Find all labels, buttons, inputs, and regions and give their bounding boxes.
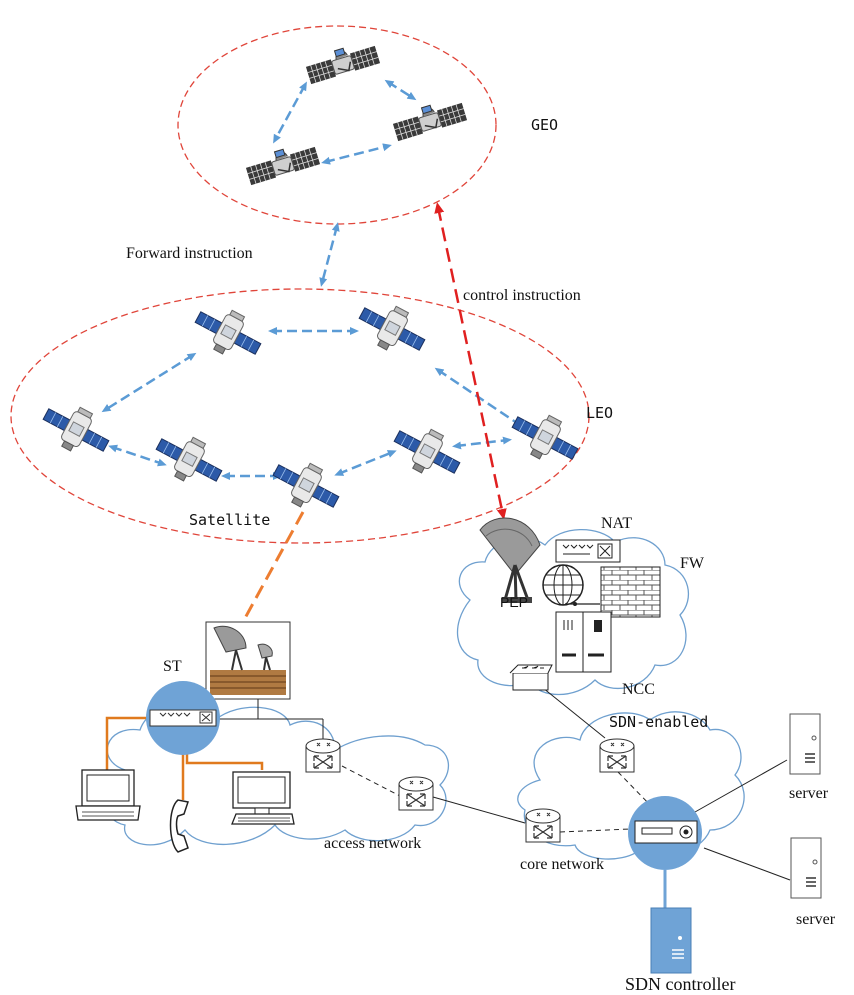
ncc-switch-icon bbox=[509, 664, 553, 691]
leo-satellite-icon bbox=[187, 297, 269, 369]
globe-icon bbox=[542, 564, 600, 606]
ncc-sdn-link bbox=[542, 687, 606, 739]
leo-satellite-icon bbox=[35, 394, 117, 466]
sdn-enabled-label: SDN-enabled bbox=[609, 713, 708, 731]
leo-link-7 bbox=[452, 436, 512, 450]
router-icon bbox=[305, 738, 341, 773]
core-dashed-link bbox=[559, 828, 631, 833]
geo-satellite-icon bbox=[243, 139, 321, 186]
control-instruction-link bbox=[434, 202, 507, 520]
leo-satellite-icon bbox=[386, 416, 468, 488]
server-icon bbox=[789, 713, 821, 775]
geo-satellite-icon bbox=[390, 95, 468, 142]
leo-link-2 bbox=[101, 352, 197, 413]
leo-link-4 bbox=[108, 444, 167, 467]
access-network-label: access network bbox=[324, 835, 421, 852]
geo-link-1 bbox=[273, 81, 307, 144]
ncc-label: NCC bbox=[622, 681, 655, 698]
server-label-1: server bbox=[789, 785, 829, 802]
access-dashed-link bbox=[341, 765, 401, 797]
satellite-dish-icon bbox=[479, 517, 541, 603]
geo-orbit-ring bbox=[177, 25, 497, 225]
leo-satellite-icon bbox=[265, 450, 347, 522]
sdn-switch-node bbox=[628, 796, 702, 870]
st-switch-node bbox=[146, 681, 220, 755]
geo-link-2 bbox=[384, 79, 417, 101]
st-ground-station-image bbox=[205, 621, 291, 700]
core-network-label: core network bbox=[520, 856, 604, 873]
server-link-1 bbox=[694, 759, 788, 813]
satellite-label: Satellite bbox=[189, 511, 270, 529]
router-icon bbox=[599, 738, 635, 773]
geo-link-3 bbox=[321, 143, 392, 165]
geo-label: GEO bbox=[531, 116, 558, 134]
fw-label: FW bbox=[680, 555, 705, 572]
nat-label: NAT bbox=[601, 515, 632, 532]
laptop-cable bbox=[105, 716, 152, 770]
leo-orbit-ring bbox=[10, 288, 590, 544]
firewall-icon bbox=[600, 566, 661, 618]
st-label: ST bbox=[163, 658, 182, 675]
forward-instruction-label: Forward instruction bbox=[126, 245, 253, 262]
telephone-icon bbox=[169, 799, 189, 853]
server-label-2: server bbox=[796, 911, 836, 928]
router-icon bbox=[525, 808, 561, 843]
pep-label: PEP bbox=[500, 594, 528, 610]
leo-label: LEO bbox=[586, 404, 613, 422]
leo-link-6 bbox=[334, 450, 397, 476]
sdn-controller-icon bbox=[650, 907, 692, 974]
leo-satellite-icon bbox=[148, 424, 230, 496]
nat-switch-icon bbox=[555, 539, 621, 563]
ncc-server-rack-icon bbox=[555, 611, 612, 673]
leo-satellite-icon bbox=[504, 402, 586, 474]
server-icon bbox=[790, 837, 822, 899]
desktop-computer-icon bbox=[231, 771, 295, 825]
control-instruction-label: control instruction bbox=[463, 287, 581, 304]
sdn-controller-label: SDN controller bbox=[625, 974, 735, 994]
forward-instruction-link bbox=[319, 222, 340, 287]
leo-satellite-icon bbox=[351, 293, 433, 365]
server-link-2 bbox=[703, 847, 791, 881]
geo-satellite-icon bbox=[303, 38, 381, 85]
access-core-link bbox=[432, 796, 526, 824]
laptop-icon bbox=[75, 769, 141, 821]
router-icon bbox=[398, 776, 434, 811]
